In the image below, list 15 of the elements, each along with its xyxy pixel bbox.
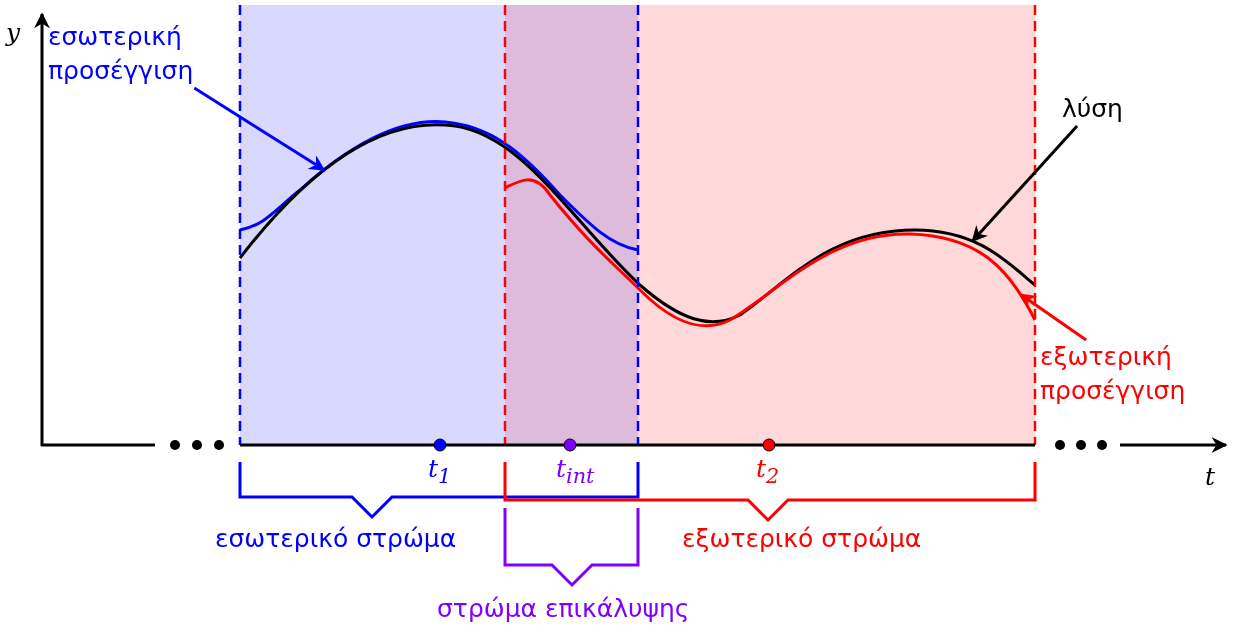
axis-label: y [6, 17, 21, 49]
axis-label: t [1205, 461, 1216, 493]
curve [238, 123, 1036, 324]
layer-label: εσωτερικό στρώμα [215, 523, 457, 555]
point-label: t$_{int}$ [556, 453, 595, 490]
callout-text: εσωτερική προσέγγιση [48, 20, 233, 88]
callout-text: εξωτερική προσέγγιση [1040, 340, 1230, 408]
point-label: t$_{2}$ [756, 453, 780, 490]
leader-line [193, 86, 326, 172]
leader-line [1019, 293, 1087, 342]
callout-text: λύση [1062, 92, 1123, 126]
leader-line [971, 125, 1079, 243]
point-label: t$_{1}$ [428, 453, 452, 490]
layer-label: στρώμα επικάλυψης [437, 593, 690, 625]
layer-label: εξωτερικό στρώμα [682, 523, 922, 555]
